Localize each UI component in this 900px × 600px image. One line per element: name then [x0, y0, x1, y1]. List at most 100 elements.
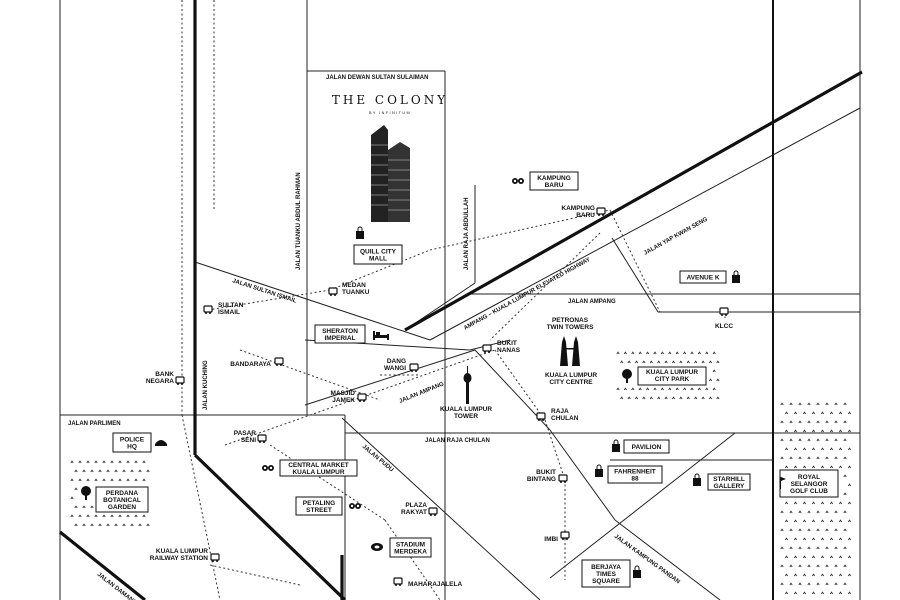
landmark-box	[607, 465, 663, 484]
bag-icon	[612, 439, 620, 452]
landmark-label-line: SELANGOR	[791, 481, 828, 488]
station-maharajalela[interactable]: MAHARAJALELA	[393, 577, 462, 588]
station-label-line: NANAS	[497, 347, 521, 354]
station-label-line: RAJA	[551, 408, 569, 415]
landmark-label-line: FAHRENHEIT	[614, 468, 656, 475]
bag-icon	[633, 565, 641, 578]
landmark-label-line: STREET	[306, 507, 332, 514]
road-tuanku-abdul-rahman: JALAN TUANKU ABDUL RAHMAN	[296, 172, 302, 270]
landmark-label-line: MALL	[369, 255, 387, 262]
binoculars-icon	[262, 465, 274, 471]
landmark-avenue-k[interactable]: AVENUE K	[679, 270, 740, 284]
station-label-line: KAMPUNG	[561, 205, 595, 212]
landmark-label-line: CENTRAL MARKET	[288, 462, 349, 469]
binoculars-icon	[512, 178, 524, 184]
landmark-box	[95, 486, 149, 513]
bag-icon	[732, 270, 740, 283]
station-label-line: BARU	[576, 212, 595, 219]
landmark-pavilion[interactable]: PAVILION	[612, 439, 670, 454]
landmark-box	[679, 270, 727, 284]
landmark-box	[623, 439, 670, 454]
station-label-line: BANDARAYA	[230, 361, 271, 368]
landmark-label-line: TIMES	[596, 571, 617, 578]
train-icon	[719, 307, 729, 316]
flag-icon	[780, 477, 786, 489]
train-icon	[558, 474, 568, 483]
landmark-box	[637, 366, 707, 386]
train-icon	[175, 376, 185, 385]
station-label-line: CHULAN	[551, 415, 579, 422]
road-raja-chulan: JALAN RAJA CHULAN	[425, 438, 490, 444]
station-label-line: NEGARA	[146, 378, 174, 385]
train-icon	[428, 507, 438, 516]
train-icon	[596, 207, 606, 216]
station-label-line: KUALA LUMPUR	[156, 548, 208, 555]
road-ampang-east: JALAN AMPANG	[568, 299, 616, 305]
road-dewan-sultan: JALAN DEWAN SULTAN SULAIMAN	[326, 75, 428, 81]
train-icon	[560, 531, 570, 540]
station-label-line: KLCC	[715, 323, 733, 330]
landmark-box	[581, 559, 631, 588]
landmark-label-line: PETRONAS	[552, 317, 589, 324]
landmark-label-line: TWIN TOWERS	[547, 324, 594, 331]
main-roads	[59, 0, 863, 600]
landmark-label-line: CITY PARK	[655, 376, 690, 383]
station-klcc[interactable]: KLCC	[715, 307, 733, 330]
bed-icon	[373, 331, 389, 340]
road-raja-abdullah: JALAN RAJA ABDULLAH	[464, 197, 470, 270]
road-ampang-west: JALAN AMPANG	[399, 381, 446, 405]
landmark-label-line: MERDEKA	[394, 548, 427, 555]
brand-subtitle: BY INFINITUM	[369, 111, 411, 115]
station-label-line: ISMAIL	[218, 309, 240, 316]
station-label-line: BANK	[155, 371, 174, 378]
landmark-label-line: POLICE	[120, 436, 145, 443]
landmark-label-line: PERDANA	[106, 490, 138, 497]
train-icon	[210, 553, 220, 562]
station-bandaraya[interactable]: BANDARAYA	[230, 357, 284, 368]
station-label-line: RAILWAY STATION	[150, 555, 209, 562]
station-label-line: PASAR	[234, 430, 257, 437]
landmark-label-line: PETALING	[303, 500, 335, 507]
road-pudu: JALAN PUDU	[361, 444, 394, 473]
landmark-label-line: GOLF CLUB	[790, 488, 828, 495]
park-dots	[70, 351, 852, 595]
station-imbi[interactable]: IMBI	[544, 531, 570, 543]
landmark-box	[779, 469, 839, 498]
rail-lines	[181, 0, 726, 600]
landmark-label-line: GARDEN	[108, 504, 136, 511]
landmark-label-line: BARU	[545, 182, 564, 189]
landmark-label-line: QUILL CITY	[360, 248, 397, 255]
landmark-label-line: HQ	[127, 443, 137, 450]
